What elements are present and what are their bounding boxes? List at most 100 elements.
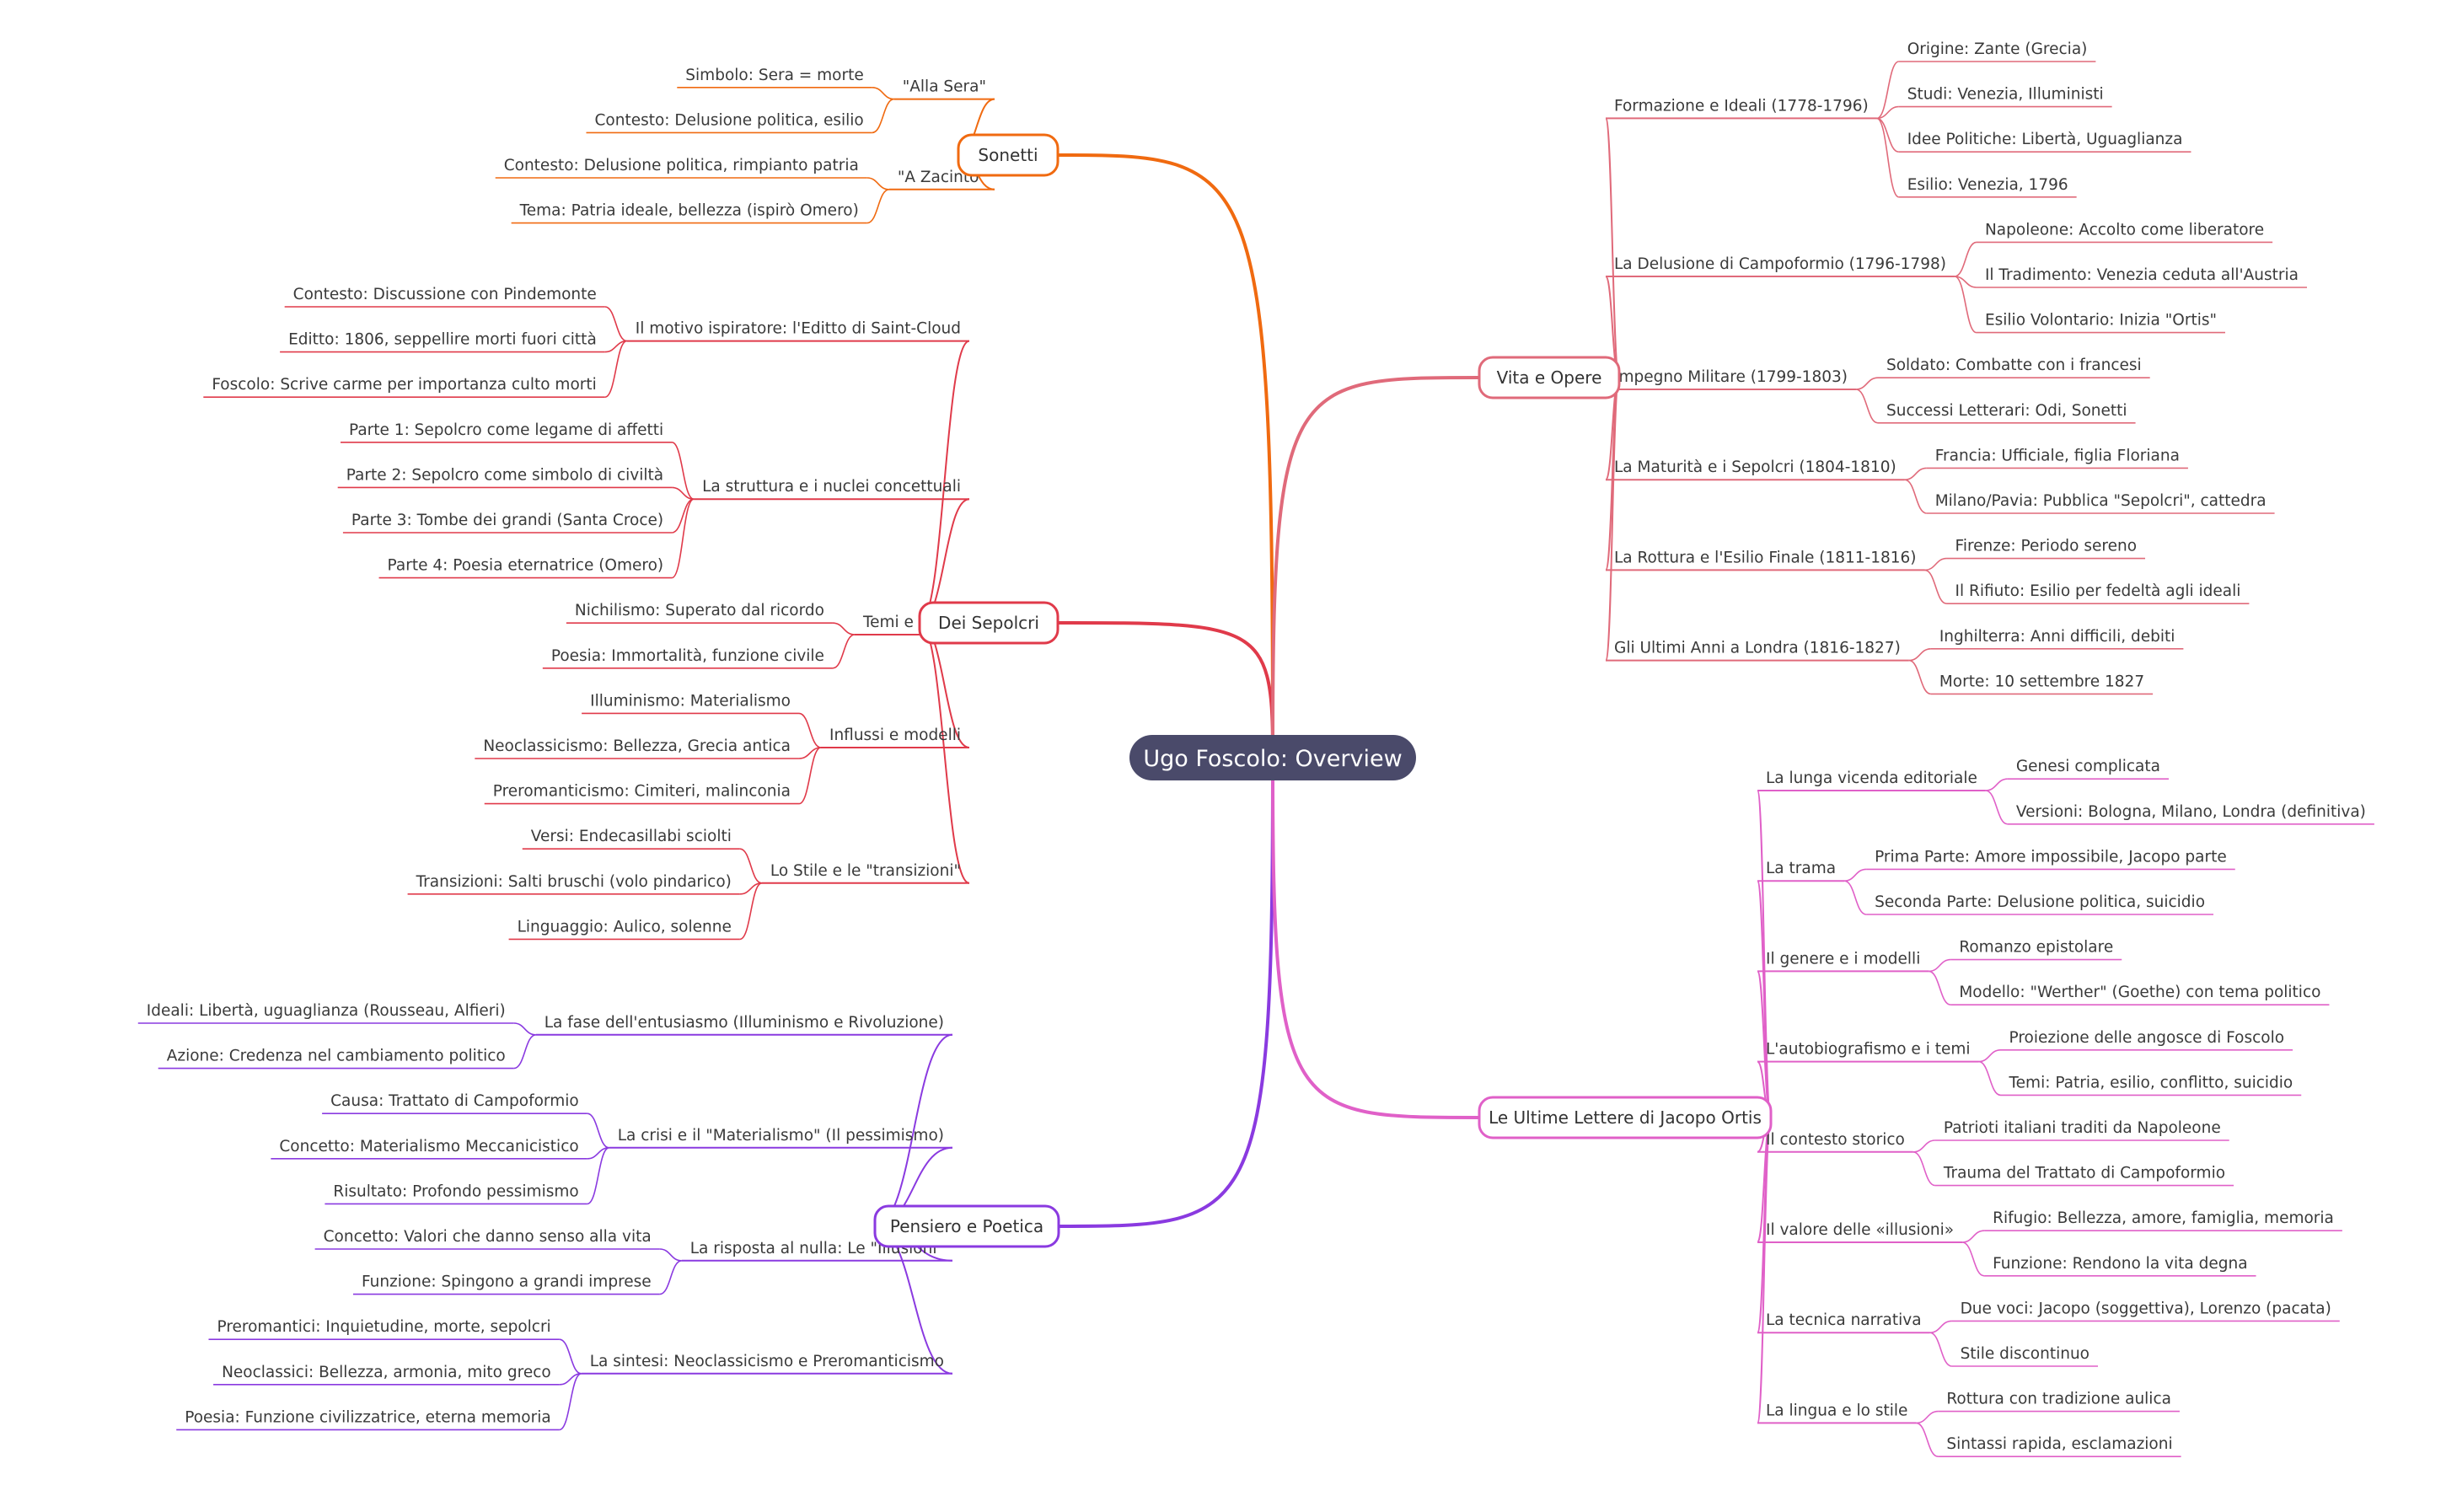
leaf-topic[interactable]: Risultato: Profondo pessimismo	[333, 1182, 578, 1200]
leaf-topic[interactable]: Firenze: Periodo sereno	[1955, 538, 2137, 555]
child-topic-formazione-e-ideali-1778-1796[interactable]: Formazione e Ideali (1778-1796)	[1614, 97, 1869, 115]
child-topic-la-sintesi-neoclassicismo-e-preromantici[interactable]: La sintesi: Neoclassicismo e Preromantic…	[590, 1353, 944, 1370]
leaf-topic[interactable]: Illuminismo: Materialismo	[590, 692, 791, 710]
leaf-topic[interactable]: Parte 2: Sepolcro come simbolo di civilt…	[346, 466, 663, 484]
leaf-topic[interactable]: Neoclassicismo: Bellezza, Grecia antica	[483, 737, 791, 755]
leaf-topic[interactable]: Concetto: Valori che danno senso alla vi…	[324, 1228, 652, 1246]
leaf-topic[interactable]: Idee Politiche: Libertà, Uguaglianza	[1907, 131, 2183, 148]
leaf-topic[interactable]: Francia: Ufficiale, figlia Floriana	[1935, 447, 2180, 464]
leaf-topic[interactable]: Prima Parte: Amore impossibile, Jacopo p…	[1875, 848, 2227, 866]
leaf-topic[interactable]: Il Tradimento: Venezia ceduta all'Austri…	[1985, 266, 2299, 284]
root-node[interactable]: Ugo Foscolo: Overview	[1129, 735, 1416, 780]
leaf-topic[interactable]: Nichilismo: Superato dal ricordo	[575, 602, 824, 619]
leaf-topic[interactable]: Parte 3: Tombe dei grandi (Santa Croce)	[351, 512, 663, 529]
child-topic-l-autobiografismo-e-i-temi[interactable]: L'autobiografismo e i temi	[1766, 1041, 1971, 1059]
leaf-topic[interactable]: Parte 4: Poesia eternatrice (Omero)	[388, 557, 664, 575]
leaf-connector	[604, 306, 628, 342]
leaf-topic[interactable]: Rifugio: Bellezza, amore, famiglia, memo…	[1993, 1209, 2334, 1227]
leaf-topic[interactable]: Tema: Patria ideale, bellezza (ispirò Om…	[519, 202, 859, 220]
leaf-topic[interactable]: Seconda Parte: Delusione politica, suici…	[1875, 893, 2205, 911]
leaf-topic[interactable]: Trauma del Trattato di Campoformio	[1943, 1165, 2225, 1182]
child-topic-il-genere-e-i-modelli[interactable]: Il genere e i modelli	[1766, 950, 1920, 968]
leaf-topic[interactable]: Foscolo: Scrive carme per importanza cul…	[212, 376, 596, 394]
leaf-connector	[671, 498, 695, 579]
leaf-topic[interactable]: Napoleone: Accolto come liberatore	[1985, 221, 2264, 239]
leaf-topic[interactable]: Successi Letterari: Odi, Sonetti	[1886, 402, 2127, 420]
leaf-topic[interactable]: Stile discontinuo	[1961, 1345, 2090, 1363]
leaf-connector	[513, 1022, 536, 1036]
child-topic-impegno-militare-1799-1803[interactable]: Impegno Militare (1799-1803)	[1614, 368, 1848, 386]
child-topic-la-fase-dell-entusiasmo-illuminismo-e-ri[interactable]: La fase dell'entusiasmo (Illuminismo e R…	[545, 1014, 944, 1032]
leaf-topic[interactable]: Causa: Trattato di Campoformio	[330, 1092, 579, 1110]
child-topic-la-delusione-di-campoformio-1796-1798[interactable]: La Delusione di Campoformio (1796-1798)	[1614, 255, 1946, 273]
leaf-topic[interactable]: Inghilterra: Anni difficili, debiti	[1939, 628, 2175, 646]
leaf-topic[interactable]: Proiezione delle angosce di Foscolo	[2009, 1029, 2285, 1047]
branch-connector-vita	[1271, 376, 1480, 750]
leaf-topic[interactable]: Preromanticismo: Cimiteri, malinconia	[493, 783, 791, 801]
leaf-topic[interactable]: Linguaggio: Aulico, solenne	[518, 918, 732, 936]
child-topic-la-tecnica-narrativa[interactable]: La tecnica narrativa	[1766, 1311, 1922, 1329]
leaf-topic[interactable]: Preromantici: Inquietudine, morte, sepol…	[217, 1318, 550, 1336]
leaf-topic[interactable]: Transizioni: Salti bruschi (volo pindari…	[416, 873, 732, 891]
leaf-topic[interactable]: Contesto: Discussione con Pindemonte	[293, 286, 597, 303]
leaf-topic[interactable]: Poesia: Funzione civilizzatrice, eterna …	[185, 1408, 550, 1426]
leaf-topic[interactable]: Azione: Credenza nel cambiamento politic…	[167, 1048, 506, 1065]
leaf-topic[interactable]: Sintassi rapida, esclamazioni	[1946, 1435, 2172, 1453]
leaf-topic[interactable]: Contesto: Delusione politica, esilio	[594, 111, 863, 129]
child-topic-lo-stile-e-le-transizioni[interactable]: Lo Stile e le "transizioni"	[770, 862, 961, 880]
leaf-topic[interactable]: Neoclassici: Bellezza, armonia, mito gre…	[222, 1364, 551, 1381]
branch-node-vita[interactable]: Vita e Opere	[1478, 356, 1621, 399]
leaf-connector	[672, 486, 695, 500]
branch-ortis: La lunga vicenda editoriale Genesi compli…	[1766, 758, 2366, 1453]
leaf-topic[interactable]: Romanzo epistolare	[1959, 939, 2113, 957]
child-topic-la-rottura-e-l-esilio-finale-1811-1816[interactable]: La Rottura e l'Esilio Finale (1811-1816)	[1614, 549, 1917, 566]
leaf-topic[interactable]: Temi: Patria, esilio, conflitto, suicidi…	[2009, 1074, 2293, 1091]
leaf-topic[interactable]: Origine: Zante (Grecia)	[1907, 40, 2088, 58]
branch-connector-pensiero	[1058, 765, 1274, 1228]
leaf-topic[interactable]: Versi: Endecasillabi sciolti	[531, 828, 732, 845]
leaf-topic[interactable]: Il Rifiuto: Esilio per fedeltà agli idea…	[1955, 582, 2241, 600]
child-topic-influssi-e-modelli[interactable]: Influssi e modelli	[829, 727, 961, 744]
leaf-topic[interactable]: Editto: 1806, seppellire morti fuori cit…	[288, 331, 597, 349]
leaf-topic[interactable]: Concetto: Materialismo Meccanicistico	[279, 1138, 578, 1155]
child-topic-la-lingua-e-lo-stile[interactable]: La lingua e lo stile	[1766, 1402, 1907, 1419]
leaf-connector	[659, 1248, 682, 1262]
leaf-topic[interactable]: Modello: "Werther" (Goethe) con tema pol…	[1959, 984, 2320, 1001]
child-topic-il-contesto-storico[interactable]: Il contesto storico	[1766, 1131, 1905, 1149]
leaf-topic[interactable]: Simbolo: Sera = morte	[685, 67, 863, 84]
leaf-topic[interactable]: Studi: Venezia, Illuministi	[1907, 86, 2104, 104]
leaf-topic[interactable]: Contesto: Delusione politica, rimpianto …	[504, 157, 859, 174]
leaf-topic[interactable]: Soldato: Combatte con i francesi	[1886, 357, 2142, 374]
child-topic-la-crisi-e-il-materialismo-il-pessimismo[interactable]: La crisi e il "Materialismo" (Il pessimi…	[618, 1127, 944, 1145]
leaf-topic[interactable]: Genesi complicata	[2016, 758, 2160, 775]
branch-node-ortis[interactable]: Le Ultime Lettere di Jacopo Ortis	[1478, 1096, 1773, 1139]
child-topic-gli-ultimi-anni-a-londra-1816-1827[interactable]: Gli Ultimi Anni a Londra (1816-1827)	[1614, 640, 1901, 657]
leaf-topic[interactable]: Milano/Pavia: Pubblica "Sepolcri", catte…	[1935, 492, 2267, 510]
leaf-topic[interactable]: Esilio Volontario: Inizia "Ortis"	[1985, 312, 2217, 330]
child-topic-il-motivo-ispiratore-l-editto-di-saint-c[interactable]: Il motivo ispiratore: l'Editto di Saint-…	[636, 320, 961, 338]
leaf-connector	[1916, 1410, 1939, 1424]
child-topic-la-trama[interactable]: La trama	[1766, 860, 1836, 877]
leaf-topic[interactable]: Poesia: Immortalità, funzione civile	[551, 647, 824, 665]
leaf-topic[interactable]: Parte 1: Sepolcro come legame di affetti	[349, 421, 663, 439]
child-topic-la-maturita-e-i-sepolcri-1804-1810[interactable]: La Maturità e i Sepolcri (1804-1810)	[1614, 458, 1896, 476]
leaf-topic[interactable]: Rottura con tradizione aulica	[1946, 1391, 2171, 1408]
leaf-topic[interactable]: Funzione: Spingono a grandi imprese	[362, 1273, 652, 1291]
leaf-connector	[513, 1034, 536, 1070]
child-topic-alla-sera[interactable]: "Alla Sera"	[903, 78, 986, 96]
branch-node-sonetti[interactable]: Sonetti	[957, 133, 1060, 177]
branch-node-pensiero[interactable]: Pensiero e Poetica	[873, 1204, 1060, 1248]
child-topic-il-valore-delle-illusioni[interactable]: Il valore delle «illusioni»	[1766, 1221, 1954, 1239]
child-topic-la-struttura-e-i-nuclei-concettuali[interactable]: La struttura e i nuclei concettuali	[702, 478, 961, 496]
leaf-topic[interactable]: Versioni: Bologna, Milano, Londra (defin…	[2016, 803, 2366, 821]
branch-node-sepolcri[interactable]: Dei Sepolcri	[918, 601, 1060, 645]
child-topic-la-lunga-vicenda-editoriale[interactable]: La lunga vicenda editoriale	[1766, 769, 1977, 787]
leaf-topic[interactable]: Morte: 10 settembre 1827	[1939, 673, 2144, 690]
leaf-topic[interactable]: Patrioti italiani traditi da Napoleone	[1944, 1119, 2221, 1137]
leaf-topic[interactable]: Due voci: Jacopo (soggettiva), Lorenzo (…	[1961, 1300, 2331, 1317]
leaf-connector	[1985, 778, 2008, 791]
leaf-topic[interactable]: Funzione: Rendono la vita degna	[1993, 1255, 2247, 1273]
leaf-topic[interactable]: Esilio: Venezia, 1796	[1907, 176, 2068, 194]
leaf-topic[interactable]: Ideali: Libertà, uguaglianza (Rousseau, …	[147, 1002, 506, 1020]
